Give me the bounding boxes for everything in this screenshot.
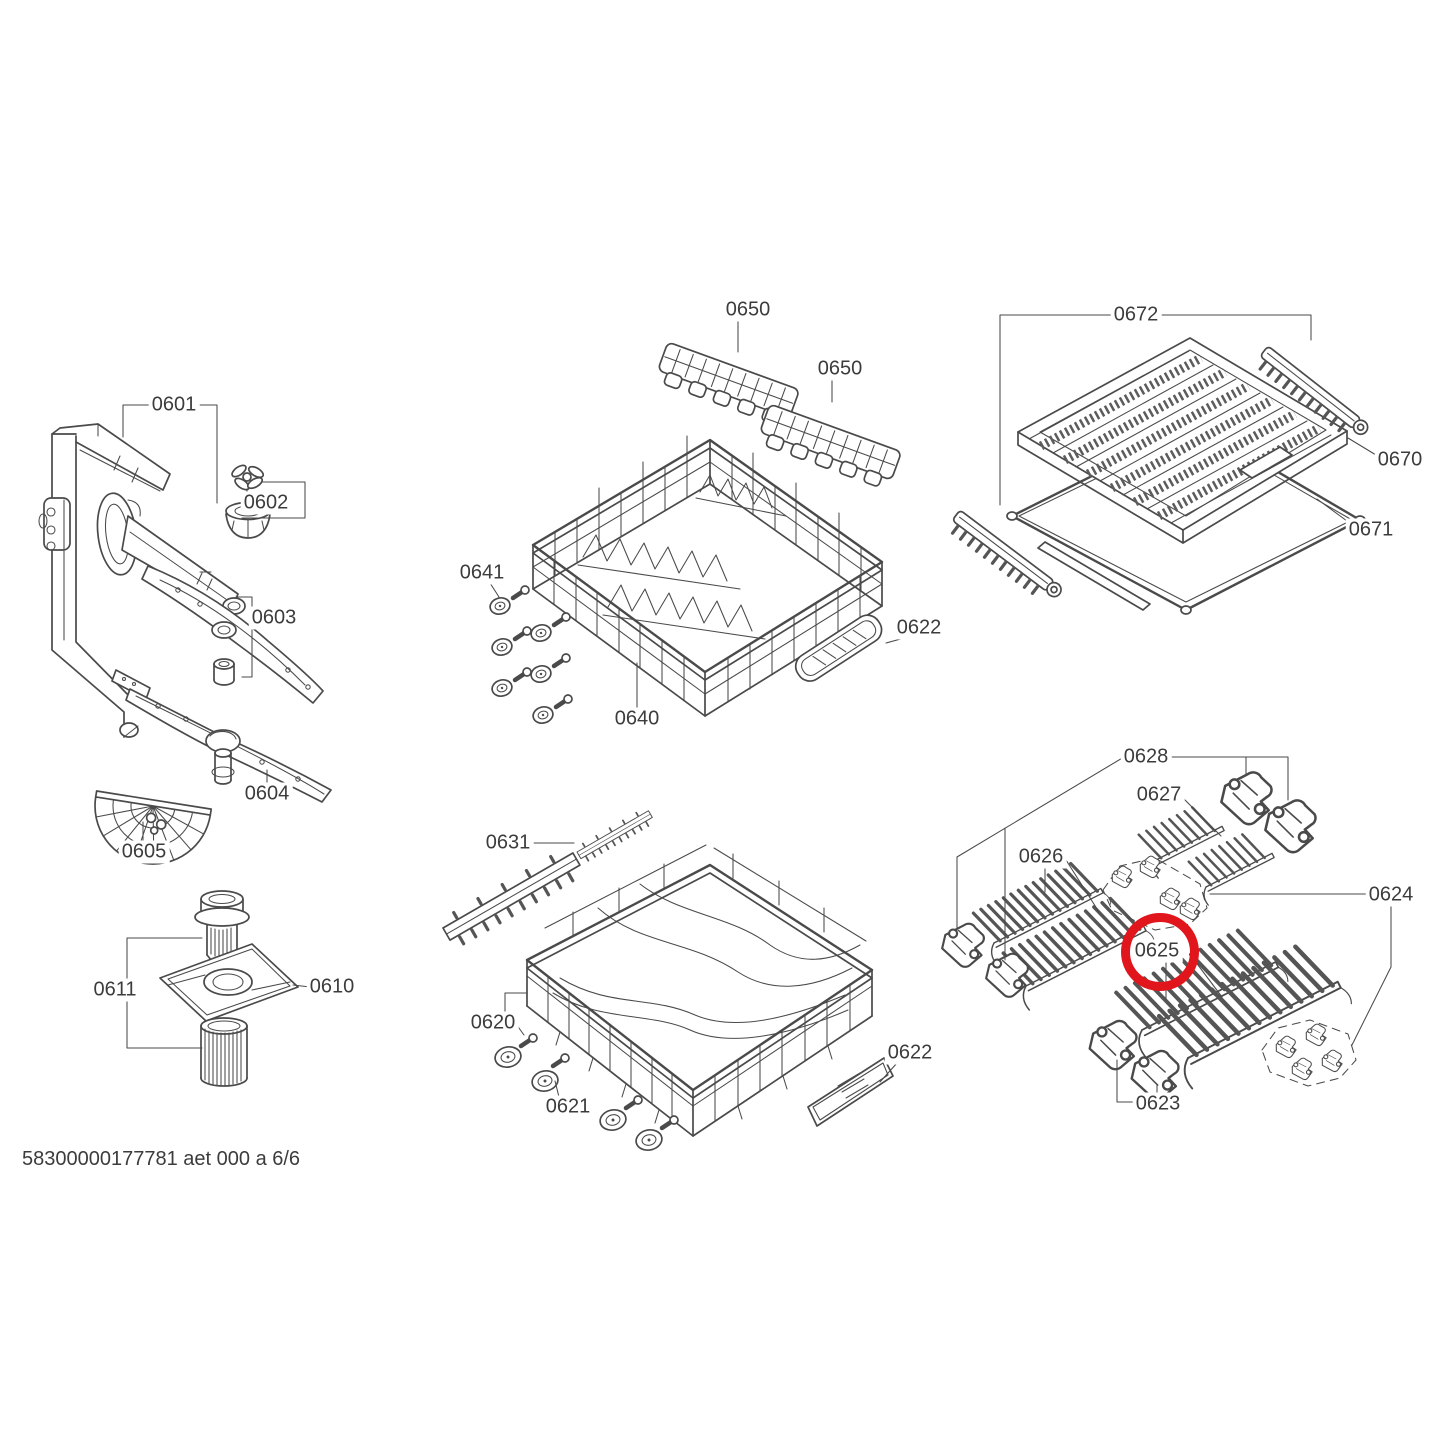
part-label-0603: 0603 [248,606,300,630]
part-label-0628: 0628 [1120,745,1172,769]
part-label-0605: 0605 [118,840,170,864]
part-label-0626: 0626 [1015,845,1067,869]
part-label-0627: 0627 [1133,783,1185,807]
document-id-line: 58300000177781 aet 000 a 6/6 [22,1148,301,1170]
part-0603-upper-spray-arm [141,565,324,704]
part-label-0604: 0604 [241,782,293,806]
part-label-0610: 0610 [306,975,358,999]
part-label-0620: 0620 [467,1011,519,1035]
part-label-0672: 0672 [1110,303,1162,327]
part-0611-mesh-cylinder [200,1017,248,1087]
part-0604-lower-spray-arm [111,669,332,803]
part-label-0650-left: 0650 [722,298,774,322]
part-0622-handle-lower [807,1057,894,1127]
part-label-0670: 0670 [1374,448,1426,472]
part-label-0611: 0611 [90,978,140,1002]
part-label-0602: 0602 [240,491,292,515]
highlight-circle-0625 [1121,913,1199,991]
part-0610-filter-plate [159,943,299,1022]
part-label-0640: 0640 [611,707,663,731]
part-0641-basket-wheels [487,586,572,727]
part-label-0641: 0641 [456,561,508,585]
part-label-0622-lower: 0622 [884,1041,936,1065]
part-0650-cup-shelf-right [755,403,903,492]
part-label-0621: 0621 [542,1095,594,1119]
part-0622-handle-upper [794,614,883,682]
part-label-0631: 0631 [482,831,534,855]
part-0640-upper-basket [531,435,884,717]
part-label-0601: 0601 [148,393,200,417]
part-label-0624: 0624 [1365,883,1417,907]
part-0670-cutlery-tray [1017,337,1348,544]
part-0624-clip-kit-lower [1261,1019,1357,1087]
part-label-0623: 0623 [1132,1092,1184,1116]
part-label-0671: 0671 [1345,518,1397,542]
leader-lines [122,314,1392,1103]
part-0624-clip-kit-upper [1102,854,1208,931]
part-0620-lower-basket [525,844,874,1137]
part-label-0622-upper: 0622 [893,616,945,640]
part-label-0650-right: 0650 [814,357,866,381]
part-0601-feed-tube [38,423,171,738]
part-0623-clips [1086,1016,1182,1103]
